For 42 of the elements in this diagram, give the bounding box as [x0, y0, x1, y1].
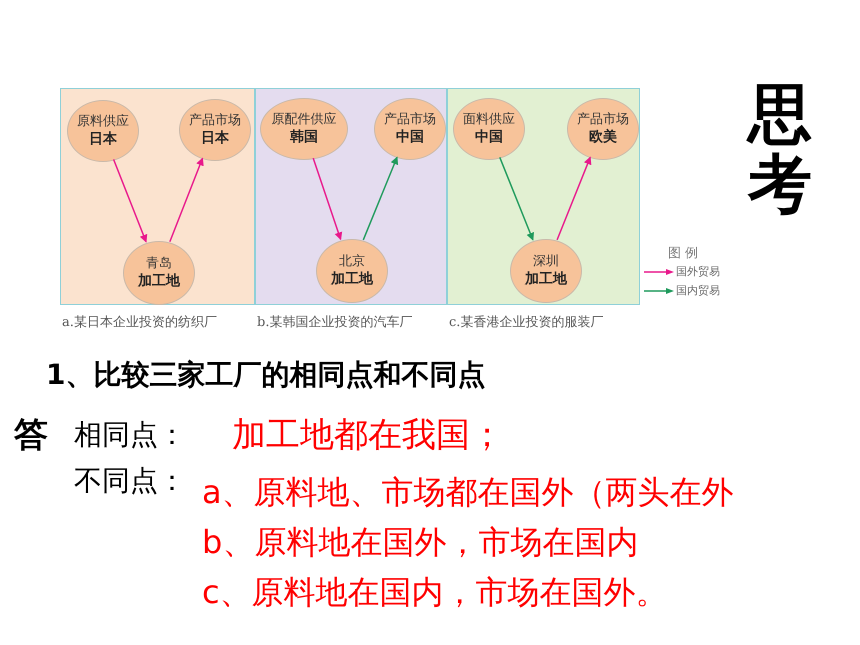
place-label: 加工地 — [138, 272, 180, 292]
title: 思考 — [748, 80, 812, 221]
answer-mark: 答 — [14, 414, 48, 457]
question-text: 1、比较三家工厂的相同点和不同点 — [46, 357, 486, 393]
answer-text: a、原料地、市场都在国外（两头在外 — [202, 472, 734, 513]
answer-heading: 相同点： — [74, 417, 186, 453]
place-label: 原配件供应 — [272, 110, 336, 128]
answer-heading: 不同点： — [74, 463, 186, 499]
arrow — [112, 159, 148, 243]
place-label: 面料供应 — [463, 110, 515, 128]
place-label: 原料供应 — [77, 112, 129, 130]
place-label: 欧美 — [589, 128, 617, 148]
panel-caption: b.某韩国企业投资的汽车厂 — [257, 314, 412, 332]
arrow — [169, 157, 204, 242]
arrow — [362, 156, 398, 240]
legend-title: 图 例 — [668, 245, 698, 263]
place-label: 日本 — [201, 129, 229, 148]
arrow — [312, 158, 342, 240]
place-label: 日本 — [89, 130, 117, 150]
place-label: 北京 — [339, 252, 365, 270]
arrow — [499, 157, 534, 241]
answer-text: 加工地都在我国； — [232, 414, 504, 457]
place-label: 产品市场 — [189, 112, 241, 130]
panel-background — [447, 88, 640, 305]
place-label: 深圳 — [533, 252, 559, 270]
arrow — [556, 156, 592, 240]
panel-caption: c.某香港企业投资的服装厂 — [449, 314, 604, 332]
panel-background — [255, 88, 447, 305]
legend-text: 国内贸易 — [676, 283, 720, 299]
legend-text: 国外贸易 — [676, 264, 720, 280]
place-label: 加工地 — [331, 270, 373, 290]
place-label: 青岛 — [146, 254, 172, 272]
place-label: 产品市场 — [384, 110, 436, 128]
panel-background — [60, 88, 255, 305]
place-label: 韩国 — [290, 128, 318, 148]
place-label: 产品市场 — [577, 110, 629, 128]
place-label: 中国 — [396, 128, 424, 148]
panel-caption: a.某日本企业投资的纺织厂 — [62, 314, 217, 332]
answer-text: c、原料地在国内，市场在国外。 — [202, 572, 668, 613]
answer-text: b、原料地在国外，市场在国内 — [202, 522, 638, 563]
place-label: 加工地 — [525, 270, 567, 290]
place-label: 中国 — [475, 128, 503, 148]
